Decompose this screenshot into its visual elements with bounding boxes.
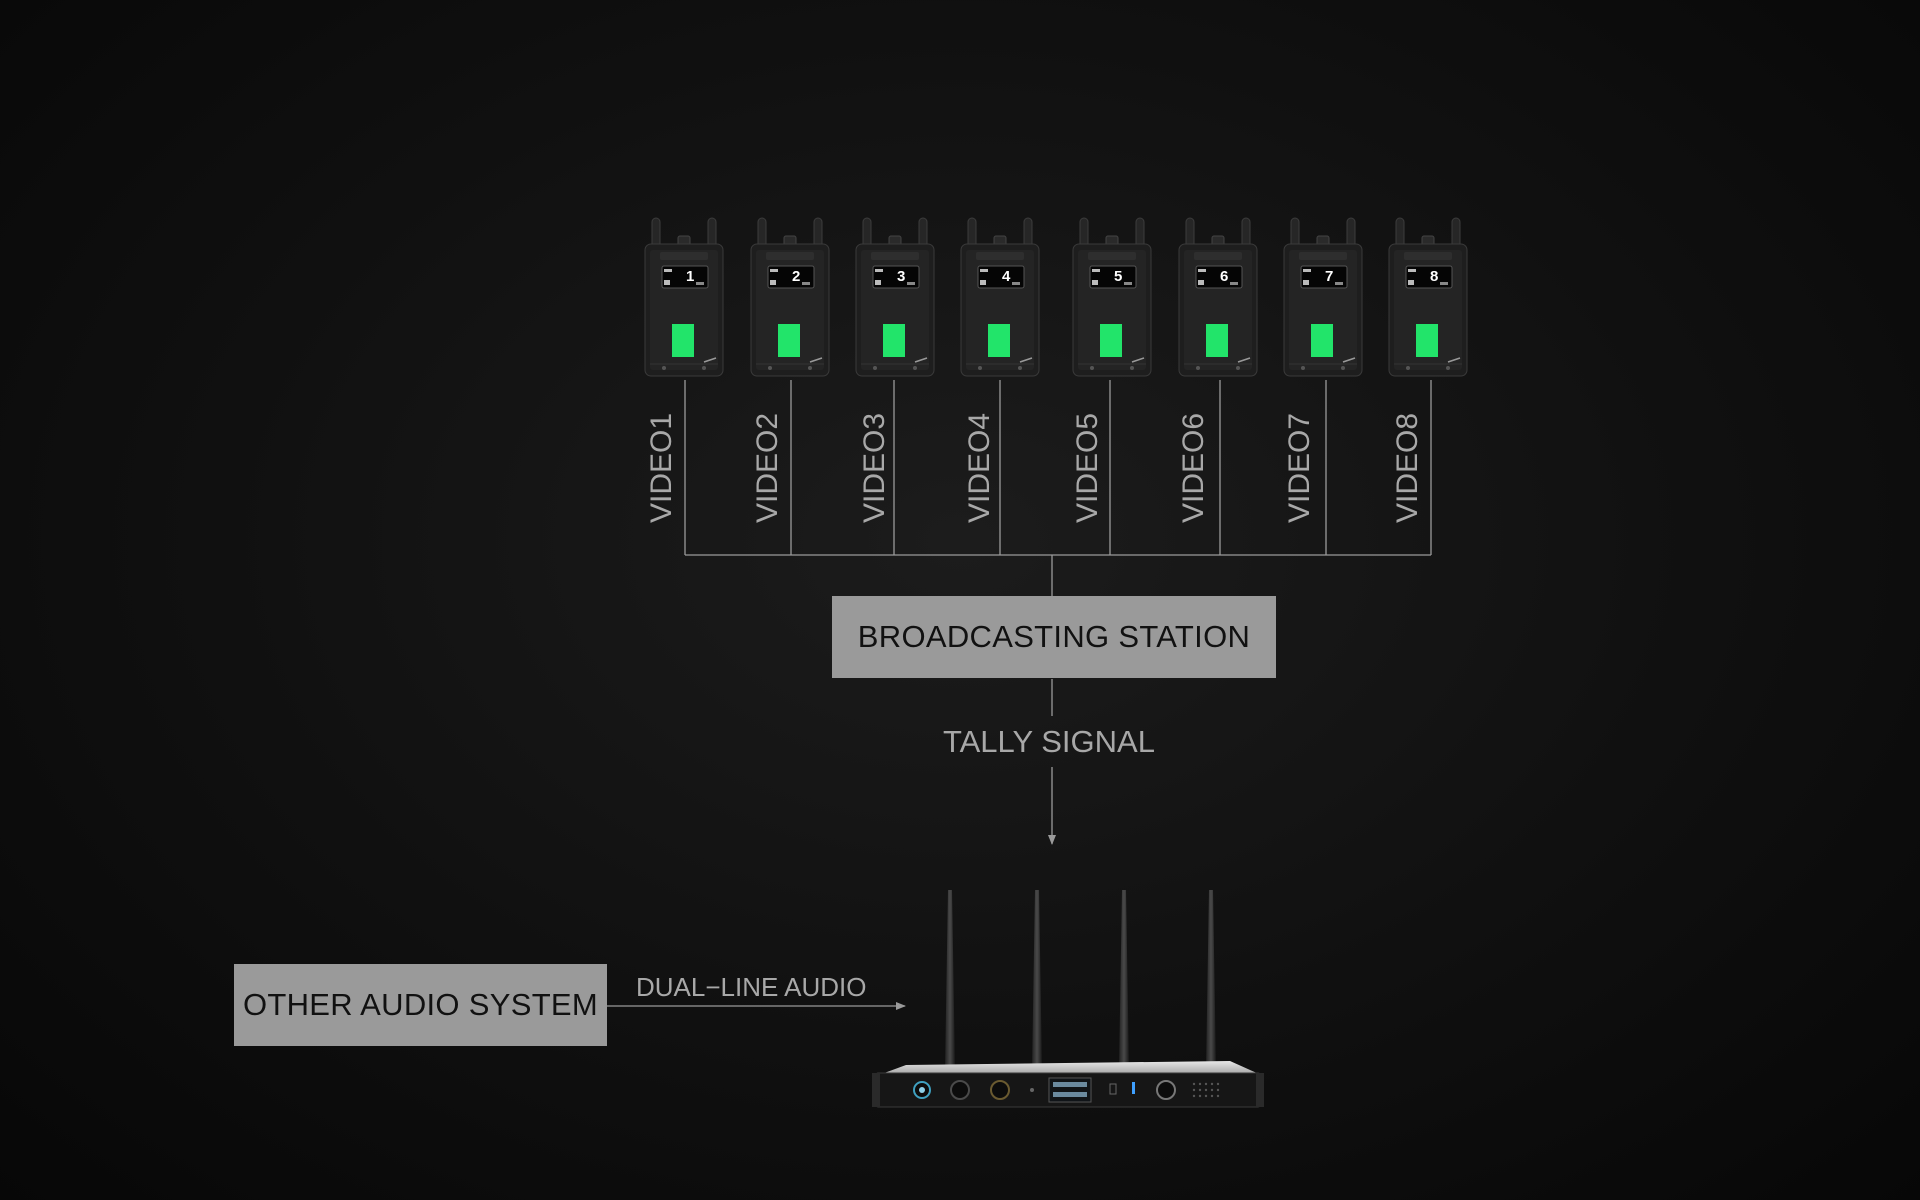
- beltpack-receiver-icon: [1072, 217, 1152, 377]
- receiver-1: 1: [642, 214, 726, 380]
- rack-base-station-icon: [872, 890, 1264, 1108]
- antenna-icon: [945, 890, 1216, 1070]
- receiver-4: 4: [958, 214, 1042, 380]
- receiver-channel-number: 8: [1430, 268, 1439, 285]
- beltpack-receiver-icon: [1283, 217, 1363, 377]
- beltpack-receiver-icon: [1388, 217, 1468, 377]
- receiver-channel-number: 2: [792, 268, 801, 285]
- dual-line-audio-label: DUAL−LINE AUDIO: [636, 972, 867, 1002]
- receiver-channel-number: 6: [1220, 268, 1229, 285]
- video-label-4: VIDEO4: [963, 412, 996, 524]
- receiver-5: 5: [1070, 214, 1154, 380]
- video-label-5: VIDEO5: [1071, 412, 1104, 524]
- video-label-2: VIDEO2: [751, 412, 784, 524]
- broadcasting-station-label: BROADCASTING STATION: [857, 619, 1251, 654]
- receiver-channel-number: 5: [1114, 268, 1123, 285]
- receiver-6: 6: [1176, 214, 1260, 380]
- receiver-channel-number: 3: [897, 268, 906, 285]
- beltpack-receiver-icon: [855, 217, 935, 377]
- beltpack-receiver-icon: [644, 217, 724, 377]
- other-audio-system-box: OTHER AUDIO SYSTEM: [234, 964, 607, 1046]
- receiver-channel-number: 1: [686, 268, 695, 285]
- beltpack-receiver-icon: [960, 217, 1040, 377]
- other-audio-system-label: OTHER AUDIO SYSTEM: [242, 987, 599, 1022]
- receiver-channel-number: 7: [1325, 268, 1334, 285]
- video-label-6: VIDEO6: [1177, 412, 1210, 524]
- video-label-3: VIDEO3: [858, 412, 891, 524]
- receiver-2: 2: [748, 214, 832, 380]
- video-label-7: VIDEO7: [1283, 412, 1316, 524]
- tally-signal-label: TALLY SIGNAL: [943, 724, 1155, 759]
- video-label-1: VIDEO1: [645, 412, 678, 524]
- beltpack-receiver-icon: [750, 217, 830, 377]
- receiver-7: 7: [1281, 214, 1365, 380]
- receiver-8: 8: [1386, 214, 1470, 380]
- broadcasting-station-box: BROADCASTING STATION: [832, 596, 1276, 678]
- receiver-channel-number: 4: [1002, 268, 1011, 285]
- video-label-8: VIDEO8: [1391, 412, 1424, 524]
- beltpack-receiver-icon: [1178, 217, 1258, 377]
- receiver-3: 3: [853, 214, 937, 380]
